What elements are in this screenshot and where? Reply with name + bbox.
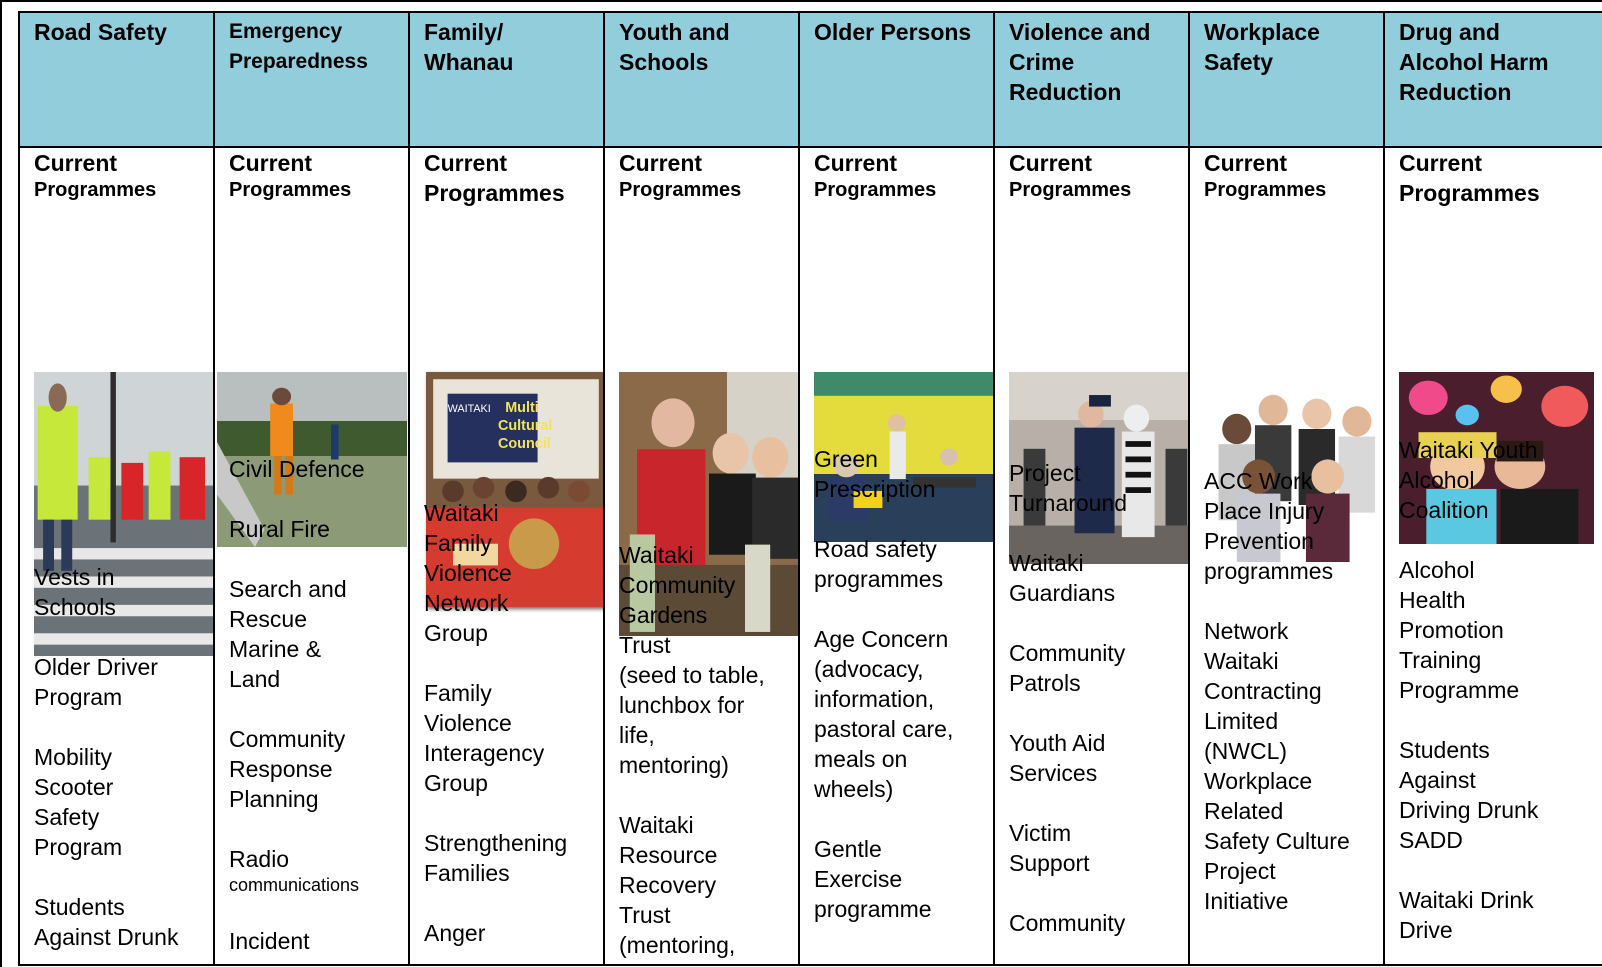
list-item: Civil Defence — [229, 456, 365, 482]
list-item: ACC Work Place Injury Prevention program… — [1204, 468, 1334, 584]
list-item: Waitaki Guardians — [1009, 550, 1116, 606]
column-header: Workplace Safety — [1204, 19, 1320, 75]
list-item: Anger — [424, 920, 486, 946]
list-item: Vests in Schools — [34, 564, 116, 620]
emergency-photo — [217, 372, 407, 547]
list-item: Waitaki Family Violence Network Group — [424, 500, 512, 646]
programme-list: Waitaki Community Gardens Trust (seed to… — [619, 540, 797, 963]
programme-list: Civil Defence Rural Fire Search and Resc… — [229, 454, 407, 963]
list-item: Alcohol Health Promotion Training Progra… — [1399, 557, 1520, 703]
photo-sign-text: WAITAKI — [448, 403, 491, 415]
list-item: Students Against Driving Drunk SADD — [1399, 737, 1539, 853]
header-cell-workplace: Workplace Safety — [1188, 11, 1385, 148]
list-item: Incident — [229, 928, 310, 954]
list-item: Victim Support — [1009, 820, 1090, 876]
list-item: Search and Rescue Marine & Land — [229, 576, 347, 692]
list-item: Mobility Scooter Safety Program — [34, 744, 123, 860]
list-item: Waitaki Drink Drive — [1399, 887, 1534, 943]
alcohol-party-photo — [1399, 372, 1594, 544]
list-item: Community Response Planning — [229, 726, 346, 812]
programme-list: Waitaki Youth Alcohol Coalition Alcohol … — [1399, 435, 1599, 963]
header-cell-drug-alcohol: Drug and Alcohol Harm Reduction — [1383, 11, 1602, 148]
list-item: Community — [1009, 910, 1126, 936]
list-item: Students Against Drunk — [34, 894, 179, 950]
photo-sign-text: Council — [498, 436, 551, 452]
list-item: Community Patrols — [1009, 640, 1126, 696]
photo-sign-text: Multi — [505, 400, 539, 416]
list-item: Network Waitaki Contracting Limited (NWC… — [1204, 618, 1350, 914]
header-cell-road-safety: Road Safety — [18, 11, 215, 148]
road-safety-photo — [34, 372, 212, 656]
header-cell-violence: Violence and Crime Reduction — [993, 11, 1190, 148]
header-row: Road Safety Emergency Preparedness Famil… — [18, 11, 1602, 148]
column-header: Emergency Preparedness — [229, 20, 368, 73]
programme-list: ACC Work Place Injury Prevention program… — [1204, 466, 1382, 946]
youth-photo — [619, 372, 797, 636]
list-item: Gentle Exercise programme — [814, 836, 932, 922]
header-cell-youth: Youth and Schools — [603, 11, 800, 148]
column-header: Violence and Crime Reduction — [1009, 19, 1151, 105]
list-item: Waitaki Resource Recovery Trust (mentori… — [619, 812, 736, 958]
header-cell-older: Older Persons — [798, 11, 995, 148]
column-header: Drug and Alcohol Harm Reduction — [1399, 19, 1549, 105]
programme-list: Green Prescription Road safety programme… — [814, 444, 992, 954]
header-cell-emergency: Emergency Preparedness — [213, 11, 410, 148]
workplace-photo — [1204, 372, 1382, 562]
list-item: Age Concern (advocacy, information, past… — [814, 626, 954, 802]
list-item: Waitaki Youth Alcohol Coalition — [1399, 437, 1538, 523]
column-header: Road Safety — [34, 19, 167, 45]
list-item: Green Prescription — [814, 446, 936, 502]
programmes-table: Road Safety Emergency Preparedness Famil… — [18, 11, 1602, 966]
list-item: Project Turnaround — [1009, 460, 1128, 516]
list-item: Waitaki Community Gardens Trust (seed to… — [619, 542, 765, 778]
list-item: Youth Aid Services — [1009, 730, 1106, 786]
column-header: Youth and Schools — [619, 19, 730, 75]
multicultural-council-photo: WAITAKI Multi Cultural Council — [426, 372, 602, 607]
police-photo — [1009, 372, 1187, 564]
list-item: Rural Fire — [229, 516, 330, 542]
programme-list: Vests in Schools Older Driver Program Mo… — [34, 562, 212, 963]
list-item: Road safety programmes — [814, 536, 944, 592]
list-item: Older Driver Program — [34, 654, 158, 710]
column-header: Family/ Whanau — [424, 19, 514, 75]
programme-list: Waitaki Family Violence Network Group Fa… — [424, 498, 602, 963]
list-item: Strengthening Families — [424, 830, 568, 886]
header-cell-family: Family/ Whanau — [408, 11, 605, 148]
older-persons-photo — [814, 372, 992, 542]
column-header: Older Persons — [814, 19, 972, 45]
photo-sign-text: Cultural — [498, 418, 552, 434]
list-item: Family Violence Interagency Group — [424, 680, 545, 796]
programme-list: Project Turnaround Waitaki Guardians Com… — [1009, 458, 1187, 963]
